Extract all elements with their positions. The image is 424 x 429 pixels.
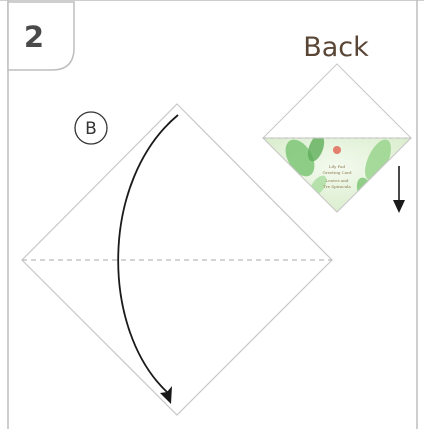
fold-marker-circle — [74, 111, 108, 145]
back-label: Back — [303, 32, 369, 63]
card-text-line: Leaves and — [326, 178, 349, 183]
step-number: 2 — [24, 20, 44, 54]
flower-icon — [333, 146, 341, 154]
leaf-icon — [307, 138, 325, 162]
card-text-line: Greeting Card — [322, 170, 351, 175]
fold-arrow — [117, 114, 179, 394]
step-number-tab — [7, 1, 75, 71]
card-text-line: Tre Spiracula — [323, 184, 351, 189]
card-text-line: Lily Pad — [329, 164, 346, 169]
fold-arrow-head — [160, 386, 172, 404]
down-arrow-icon — [393, 200, 405, 213]
leaf-icon — [365, 139, 391, 181]
fold-marker-label: B — [85, 119, 97, 139]
printed-card-pattern: Lily Pad Greeting Card Leaves and Tre Sp… — [263, 138, 411, 212]
